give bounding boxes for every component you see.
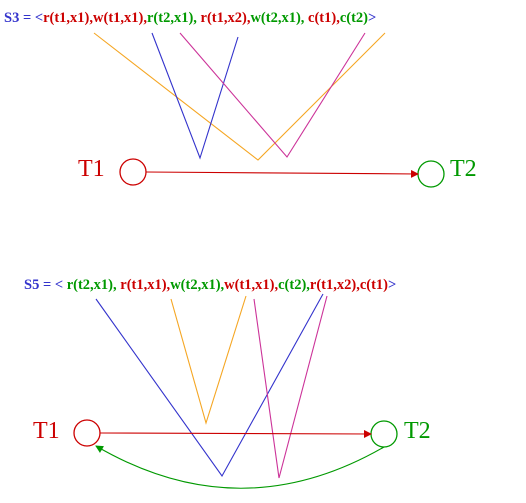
- schedule-s3: S3 = <r(t1,x1),w(t1,x1),r(t2,x1), r(t1,x…: [4, 10, 376, 27]
- s3-magenta-line: [179, 32, 366, 158]
- schedule-s3-token: r(t1,x2),: [196, 10, 251, 26]
- schedule-s3-token: c(t2): [339, 10, 369, 26]
- s3-t2-label: T2: [450, 156, 477, 182]
- schedule-s5-token: r(t1,x2),: [309, 277, 360, 293]
- s3-orange-line: [93, 32, 386, 161]
- s5-magenta-line: [253, 295, 328, 479]
- s3-t1-node: [119, 158, 147, 186]
- schedule-s5-token: r(t2,x1),: [66, 277, 117, 293]
- s5-t2-node: [370, 420, 398, 448]
- s5-conflict-lines: [95, 293, 328, 479]
- schedule-s3-token: w(t2,x1),: [250, 10, 305, 26]
- schedule-s5: S5 = < r(t2,x1), r(t1,x1),w(t2,x1),w(t1,…: [24, 277, 396, 294]
- s3-edge-t1-t2: [145, 169, 419, 178]
- s3-t2-node: [417, 160, 445, 188]
- s5-edge-t1-t2: [99, 429, 372, 438]
- schedule-s5-token: w(t1,x1),: [224, 277, 279, 293]
- s3-conflict-lines: [93, 32, 386, 161]
- schedule-s3-token: >: [368, 10, 377, 26]
- s5-t1-node: [73, 419, 101, 447]
- s5-edge-t2-t1: [95, 445, 385, 489]
- schedule-s5-token: >: [388, 277, 397, 293]
- schedule-s3-token: r(t1,x1),: [43, 10, 94, 26]
- schedule-s5-token: S5 = <: [24, 277, 67, 293]
- s5-t2-label: T2: [404, 418, 431, 444]
- schedule-s5-token: r(t1,x1),: [116, 277, 171, 293]
- schedule-s3-token: S3 = <: [4, 10, 44, 26]
- schedule-s3-token: w(t1,x1),: [93, 10, 147, 26]
- schedule-s5-token: c(t1): [359, 277, 389, 293]
- s5-t1-label: T1: [33, 418, 60, 444]
- s5-orange-line: [170, 295, 247, 425]
- s3-blue-line: [151, 32, 239, 160]
- schedule-s5-token: c(t2),: [278, 277, 310, 293]
- s5-blue-line: [95, 293, 324, 478]
- s3-t1-label: T1: [78, 156, 105, 182]
- schedule-s3-token: c(t1),: [304, 10, 340, 26]
- schedule-s3-token: r(t2,x1),: [146, 10, 197, 26]
- schedule-s5-token: w(t2,x1),: [170, 277, 225, 293]
